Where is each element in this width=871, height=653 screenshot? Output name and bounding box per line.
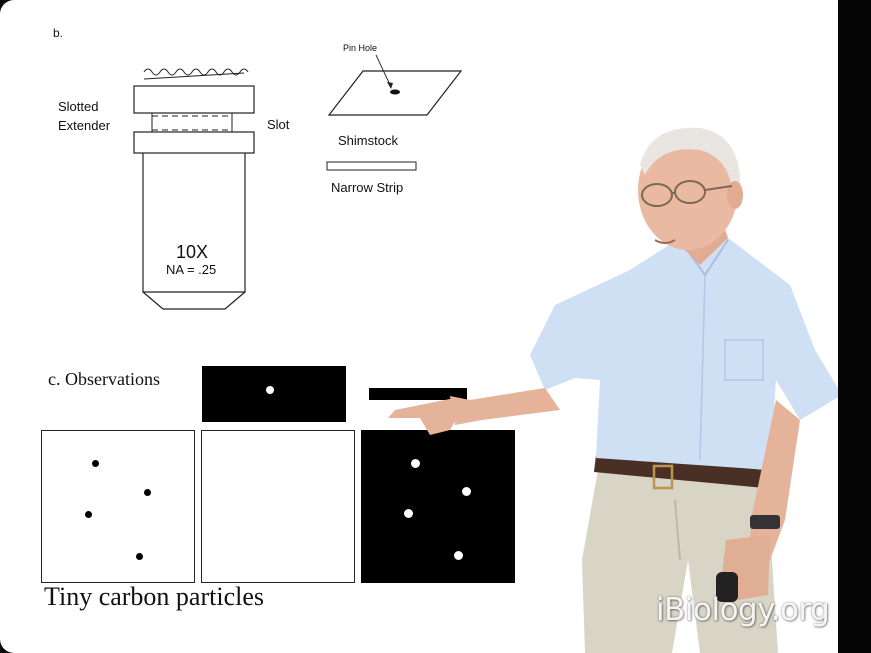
presenter-head — [638, 130, 738, 250]
shirt — [530, 238, 838, 470]
ibiology-watermark: iBiology.org — [656, 592, 830, 628]
pin-hole-label: Pin Hole — [343, 43, 378, 53]
objective-lower-collar — [133, 131, 255, 154]
narrow-strip-shape — [326, 161, 417, 171]
video-frame: b. Pin Hole Slotted Extender Slot Shimst… — [0, 0, 838, 653]
pinhole-view-panel — [202, 366, 346, 422]
panel-b-label: b. — [53, 26, 64, 40]
wristwatch — [750, 515, 780, 529]
brightfield-panel — [41, 430, 195, 583]
objective-upper-collar — [133, 85, 255, 114]
diagram-lineart — [133, 54, 463, 310]
bright-particle — [404, 509, 413, 518]
trousers — [582, 470, 778, 653]
extender-label: Extender — [58, 118, 111, 133]
pointing-arm — [450, 388, 560, 425]
shimstock-label: Shimstock — [338, 133, 398, 148]
objective-thread-line — [143, 72, 245, 80]
shirt-pocket — [724, 339, 764, 381]
glasses-left — [641, 183, 673, 207]
objective-na: NA = .25 — [166, 262, 217, 277]
objective-body — [142, 153, 246, 293]
particle-dot — [136, 553, 143, 560]
belt — [594, 455, 766, 488]
bright-particle — [454, 551, 463, 560]
white-hair — [640, 127, 741, 205]
narrow-strip-view-panel — [369, 388, 467, 400]
slot-label: Slot — [267, 117, 290, 132]
pin-hole-mark — [390, 89, 400, 95]
pointing-hand — [388, 398, 462, 435]
remote-clicker — [716, 572, 738, 602]
belt-buckle — [652, 464, 674, 490]
objective-tip — [142, 291, 246, 310]
darkfield-panel — [361, 430, 515, 583]
caption: Tiny carbon particles — [44, 582, 264, 611]
pinhole-spot — [266, 386, 274, 394]
pin-hole-pointer — [375, 54, 392, 88]
ear — [727, 181, 743, 209]
particle-dot — [92, 460, 99, 467]
objective-threads — [143, 68, 249, 76]
empty-panel — [201, 430, 355, 583]
narrow-strip-label: Narrow Strip — [331, 180, 404, 195]
slotted-label: Slotted — [58, 99, 99, 114]
particle-dot — [144, 489, 151, 496]
presenter — [388, 127, 838, 653]
bright-particle — [462, 487, 471, 496]
right-black-bar — [838, 0, 871, 653]
panel-c-label: c. Observations — [48, 369, 160, 389]
objective-magnification: 10X — [176, 242, 209, 262]
bright-particle — [411, 459, 420, 468]
particle-dot — [85, 511, 92, 518]
